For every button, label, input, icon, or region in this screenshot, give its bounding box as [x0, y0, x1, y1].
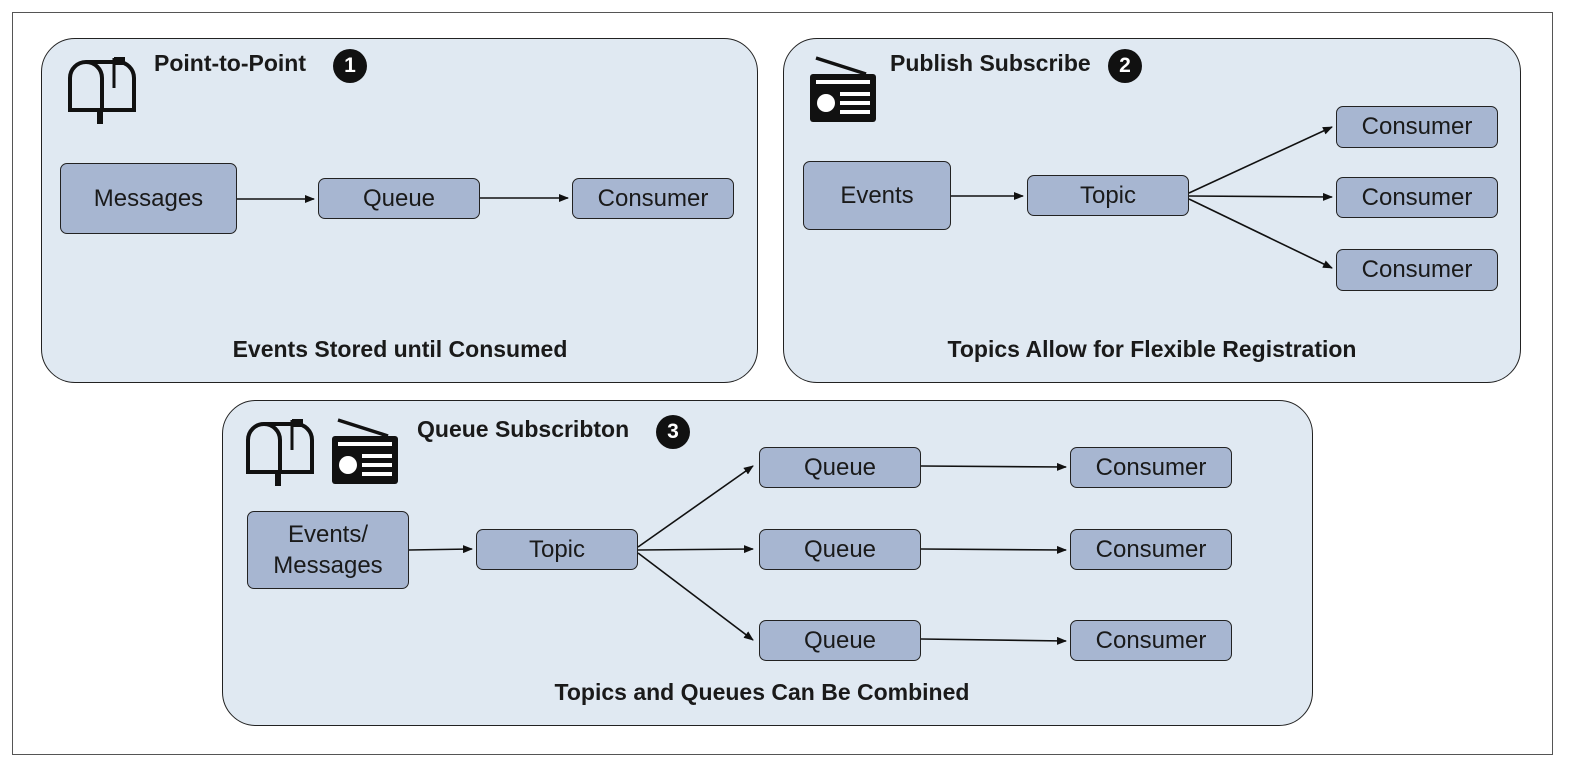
figure-frame — [12, 12, 1553, 755]
node-consumer: Consumer — [1070, 620, 1232, 661]
node-messages: Messages — [60, 163, 237, 234]
step-badge: 2 — [1108, 49, 1142, 83]
mailbox-icon — [68, 57, 136, 124]
node-consumer: Consumer — [1336, 249, 1498, 291]
step-badge: 1 — [333, 49, 367, 83]
node-consumer: Consumer — [1336, 177, 1498, 218]
mailbox-icon — [246, 419, 314, 486]
radio-icon — [810, 56, 876, 122]
node-topic: Topic — [1027, 175, 1189, 216]
node-label-line: Events/ — [287, 520, 369, 548]
step-badge: 3 — [656, 415, 690, 449]
node-consumer: Consumer — [1336, 106, 1498, 148]
node-consumer: Consumer — [572, 178, 734, 219]
radio-icon — [332, 418, 398, 484]
node-consumer: Consumer — [1070, 447, 1232, 488]
node-label-line: Messages — [273, 552, 383, 579]
node-topic: Topic — [476, 529, 638, 570]
node-queue: Queue — [759, 529, 921, 570]
panel-title: Publish Subscribe — [890, 50, 1091, 76]
panel-title: Point-to-Point — [154, 50, 307, 76]
node-consumer: Consumer — [1070, 529, 1232, 570]
panel-caption: Events Stored until Consumed — [232, 336, 568, 362]
node-queue: Queue — [759, 620, 921, 661]
node-events-messages: Events/ Messages — [247, 511, 409, 589]
panel-title: Queue Subscribton — [417, 416, 630, 442]
node-events: Events — [803, 161, 951, 230]
node-queue: Queue — [318, 178, 480, 219]
panel-caption: Topics and Queues Can Be Combined — [554, 679, 970, 705]
panel-caption: Topics Allow for Flexible Registration — [947, 336, 1357, 362]
node-queue: Queue — [759, 447, 921, 488]
